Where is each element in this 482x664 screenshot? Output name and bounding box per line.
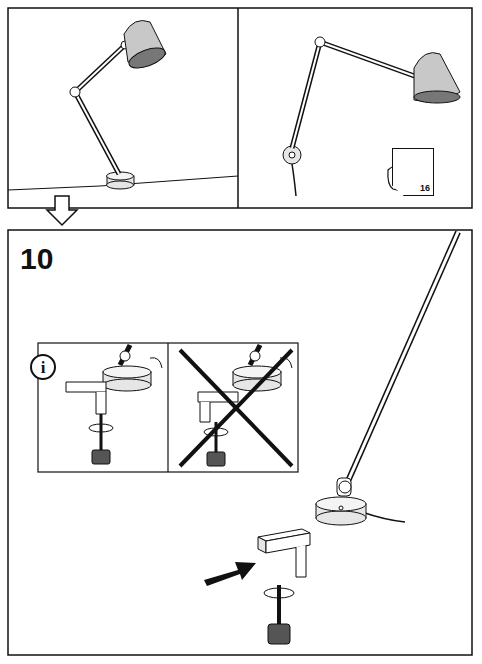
page-number: 16	[420, 184, 430, 193]
info-letter: i	[41, 359, 46, 376]
main-clamp	[258, 529, 310, 644]
top-panels	[8, 8, 472, 208]
page-reference: 16	[392, 148, 434, 196]
wall-lamp	[283, 37, 460, 196]
bottom-panel	[8, 230, 472, 655]
desk-lamp	[70, 21, 168, 190]
correct-clamp	[66, 345, 162, 464]
step-arrow	[47, 196, 77, 225]
wrong-clamp	[180, 345, 292, 466]
inset-frame	[38, 343, 298, 472]
step-number: 10	[20, 242, 53, 276]
push-arrow	[204, 562, 256, 586]
info-symbol: i	[30, 354, 56, 380]
main-lamp	[316, 232, 458, 525]
